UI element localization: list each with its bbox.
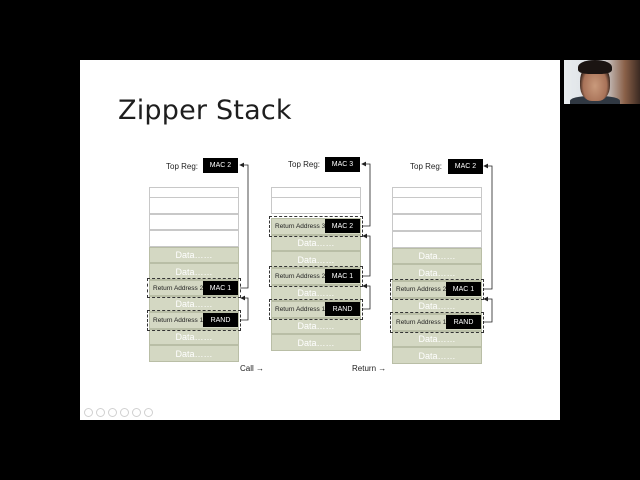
data-cell: Data……	[149, 296, 239, 312]
view-icon[interactable]	[120, 408, 129, 417]
stack-top-cap	[149, 187, 239, 197]
return-caption: Return →	[352, 364, 387, 373]
mac-tag: RAND	[325, 302, 360, 316]
stack-top-cap	[271, 187, 361, 197]
pen-icon[interactable]	[108, 408, 117, 417]
data-cell: Data……	[271, 251, 361, 268]
mac-tag: RAND	[203, 313, 238, 327]
mac-tag: MAC 2	[325, 219, 360, 233]
empty-slot	[149, 197, 239, 214]
top-reg-label: Top Reg:	[410, 162, 443, 171]
prev-slide-icon[interactable]	[84, 408, 93, 417]
slide-title: Zipper Stack	[118, 95, 292, 126]
data-cell: Data……	[149, 345, 239, 362]
mac-tag: MAC 1	[446, 282, 481, 296]
frame-outline	[147, 278, 241, 298]
data-cell: Data……	[392, 298, 482, 314]
slide-toolbar[interactable]	[84, 408, 153, 417]
next-slide-icon[interactable]	[96, 408, 105, 417]
top-reg-label: Top Reg:	[288, 160, 321, 169]
stack-after-call: Return Address 3 Data…… Data…… Return Ad…	[269, 187, 363, 387]
frame-outline	[269, 216, 363, 237]
empty-slot	[392, 214, 482, 231]
empty-slot	[271, 197, 361, 214]
mac-tag: MAC 1	[203, 281, 238, 295]
data-cell: Data……	[392, 248, 482, 264]
data-cell: Data……	[271, 334, 361, 351]
frame-outline	[269, 299, 363, 320]
empty-slot	[392, 231, 482, 248]
presenter-hair	[578, 60, 612, 74]
data-cell: Data……	[392, 347, 482, 364]
top-reg-value: MAC 2	[203, 158, 238, 173]
mac-tag: MAC 1	[325, 269, 360, 283]
top-reg-value: MAC 2	[448, 159, 483, 174]
empty-slot	[392, 197, 482, 214]
frame-outline	[269, 266, 363, 287]
frame-outline	[390, 312, 484, 333]
slide: Zipper Stack Top Reg: MAC 2 Data…… Data……	[80, 60, 560, 420]
top-reg-label: Top Reg:	[166, 162, 199, 171]
empty-slot	[149, 230, 239, 247]
mac-tag: RAND	[446, 315, 481, 329]
stack-top-cap	[392, 187, 482, 197]
stack-after-return: Data…… Data…… Return Address 2 Data…… Re…	[390, 187, 484, 387]
frame-outline	[147, 310, 241, 331]
data-cell: Data……	[149, 247, 239, 263]
empty-slot	[149, 214, 239, 230]
top-reg-value: MAC 3	[325, 157, 360, 172]
more-icon[interactable]	[144, 408, 153, 417]
data-cell: Data……	[392, 264, 482, 281]
data-cell: Data……	[149, 263, 239, 280]
data-cell: Data……	[271, 235, 361, 251]
frame-outline	[390, 279, 484, 300]
zoom-icon[interactable]	[132, 408, 141, 417]
stack-call-before: Data…… Data…… Return Address 2 Data…… Re…	[147, 187, 241, 387]
data-cell: Data……	[392, 331, 482, 347]
presenter-webcam	[564, 60, 640, 104]
call-caption: Call →	[240, 364, 265, 373]
data-cell: Data……	[271, 318, 361, 334]
data-cell: Data……	[271, 285, 361, 301]
data-cell: Data……	[149, 329, 239, 345]
